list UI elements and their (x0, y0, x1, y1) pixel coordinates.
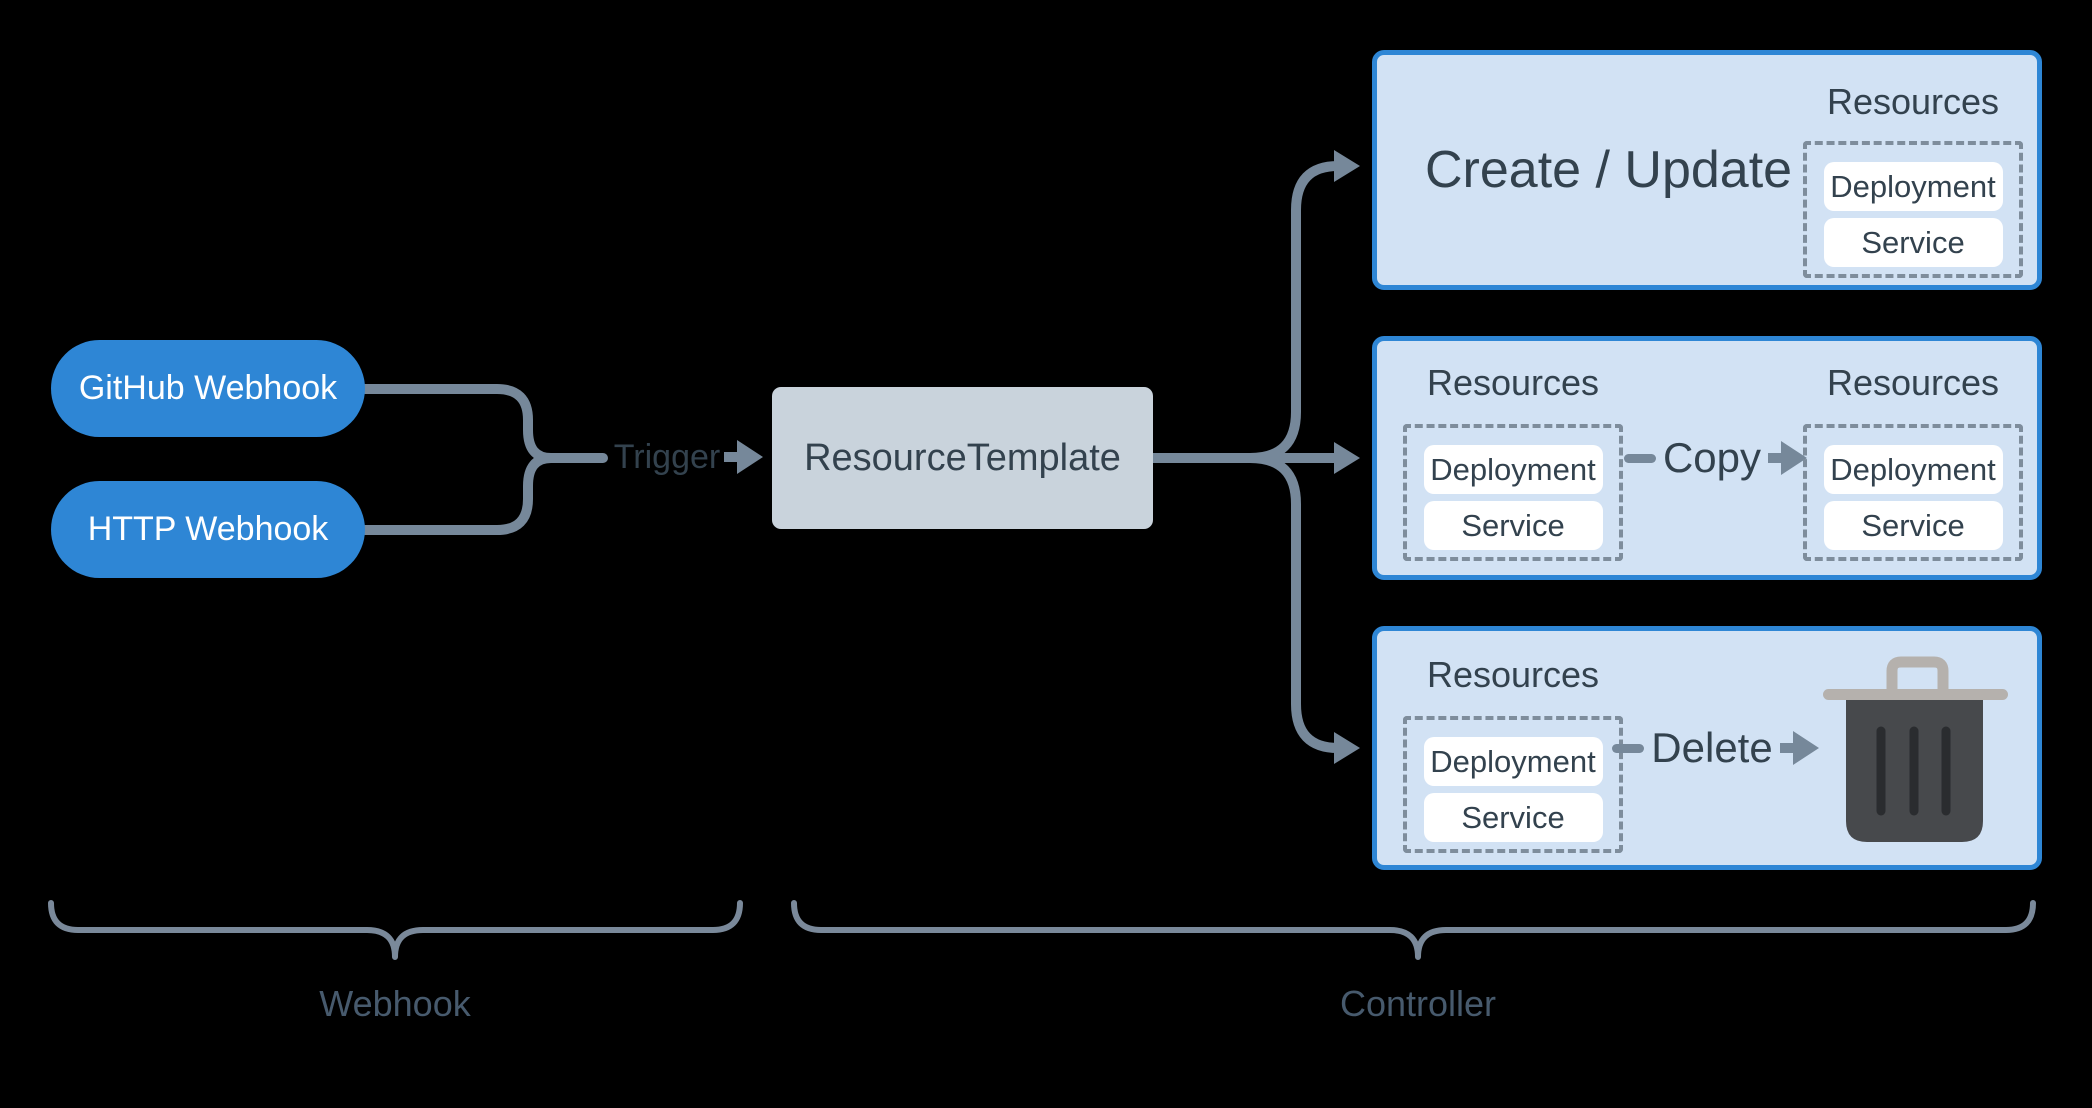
copy-arrow-icon (1768, 441, 1808, 475)
dash-icon (1623, 453, 1656, 463)
dash-icon (1612, 743, 1645, 753)
deployment-chip: Deployment (1423, 445, 1603, 494)
controller-brace (791, 900, 2036, 960)
delete-verb-row: Delete (1612, 631, 1819, 865)
delete-arrow-icon (1779, 731, 1819, 765)
github-webhook-node: GitHub Webhook (51, 340, 365, 437)
http-webhook-node: HTTP Webhook (51, 481, 365, 578)
service-chip: Service (1423, 501, 1603, 550)
github-webhook-label: GitHub Webhook (78, 369, 338, 407)
deployment-chip: Deployment (1423, 737, 1603, 786)
webhook-group-label: Webhook (319, 983, 471, 1024)
http-webhook-connector (360, 453, 556, 535)
target-resources-group: Deployment Service (1803, 424, 2023, 561)
copy-verb-row: Copy (1623, 341, 1808, 575)
resource-template-label: ResourceTemplate (804, 436, 1121, 479)
source-resources-group: Deployment Service (1403, 716, 1623, 853)
trash-icon (1823, 656, 2008, 842)
service-chip: Service (1823, 501, 2003, 550)
copy-box: Resources Deployment Service Copy Resour… (1372, 336, 2042, 580)
fanout-middle-arrow-icon (1334, 442, 1360, 474)
resource-template-node: ResourceTemplate (772, 387, 1153, 529)
fanout-down-arrow-icon (1334, 732, 1360, 764)
resources-label: Resources (1426, 362, 1600, 403)
webhook-brace (48, 900, 743, 960)
fanout-down-line (1245, 453, 1343, 753)
trigger-label: Trigger (613, 437, 721, 476)
delete-box: Resources Deployment Service Delete (1372, 626, 2042, 870)
deployment-chip: Deployment (1823, 445, 2003, 494)
http-webhook-label: HTTP Webhook (87, 510, 329, 548)
create-update-title: Create / Update (1425, 141, 1793, 199)
delete-verb-label: Delete (1651, 724, 1773, 771)
service-chip: Service (1423, 793, 1603, 842)
service-chip: Service (1823, 218, 2003, 267)
resources-group: Deployment Service (1803, 141, 2023, 278)
fanout-up-line (1245, 161, 1343, 463)
github-webhook-connector (360, 384, 556, 463)
controller-group-label: Controller (1339, 983, 1497, 1024)
fanout-up-arrow-icon (1334, 150, 1360, 182)
deployment-chip: Deployment (1823, 162, 2003, 211)
resources-label: Resources (1826, 81, 2000, 122)
source-resources-group: Deployment Service (1403, 424, 1623, 561)
resources-label: Resources (1426, 654, 1600, 695)
create-update-box: Create / Update Resources Deployment Ser… (1372, 50, 2042, 290)
resources-label: Resources (1826, 362, 2000, 403)
copy-verb-label: Copy (1662, 434, 1762, 481)
